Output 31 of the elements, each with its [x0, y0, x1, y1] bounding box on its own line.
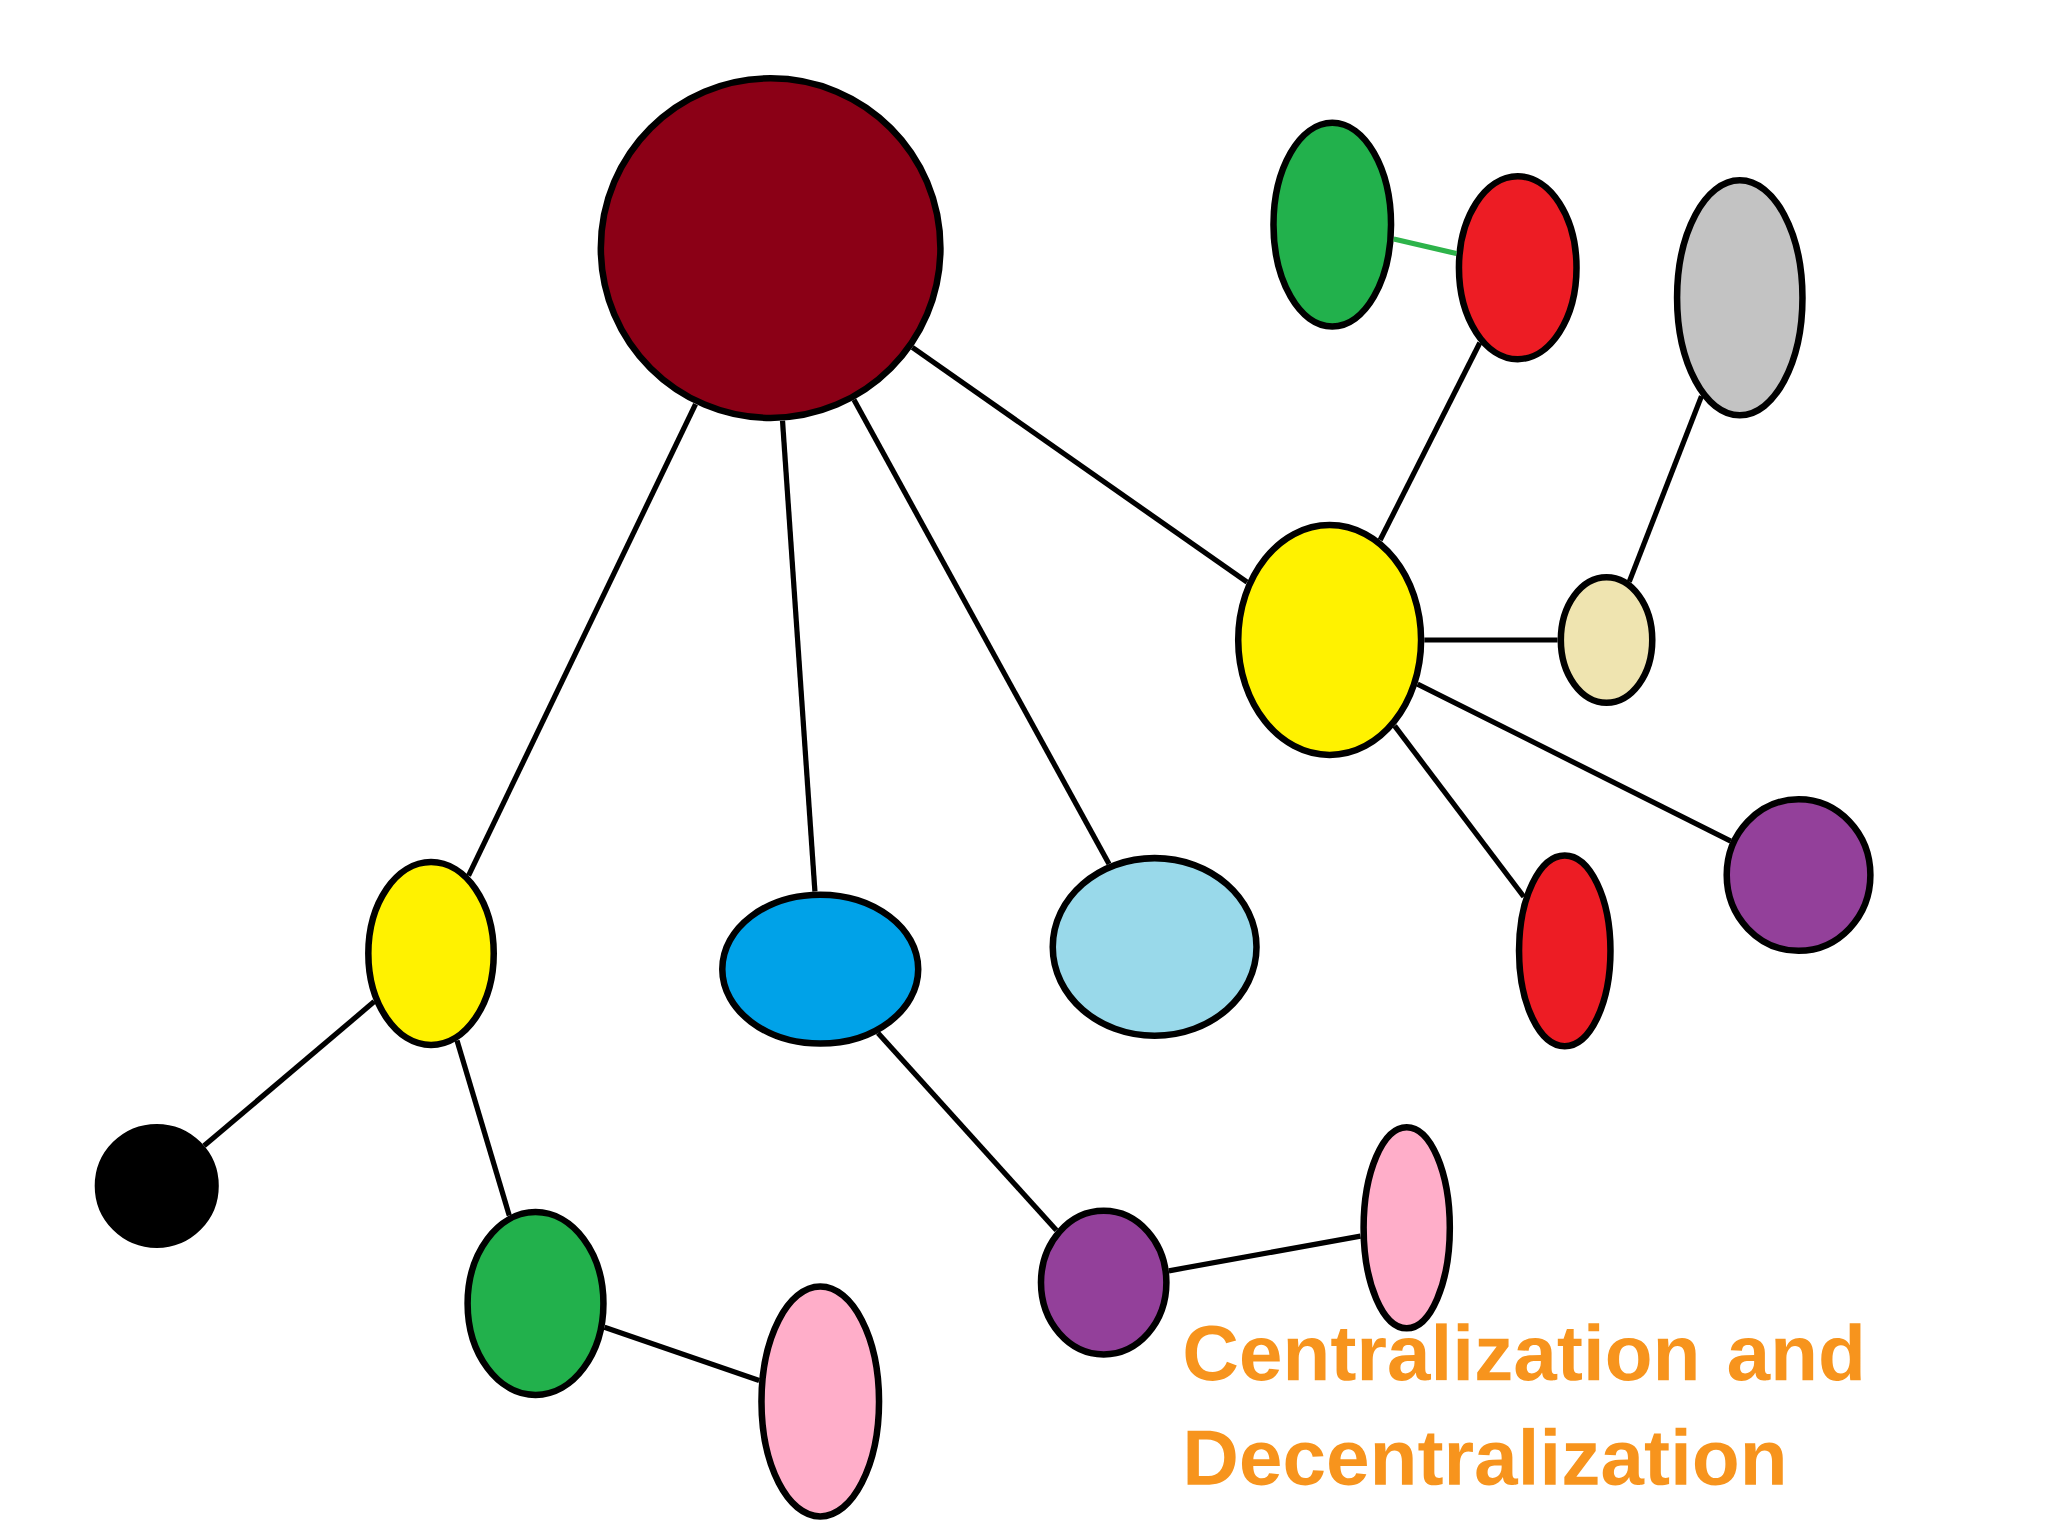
ellipse-node	[719, 891, 922, 1047]
ellipse-node	[1673, 176, 1806, 419]
ellipse-node	[1234, 521, 1425, 759]
connector-line	[454, 1039, 512, 1217]
connector-line	[202, 999, 376, 1148]
connector-line	[1393, 236, 1457, 257]
connector-line	[1168, 1233, 1361, 1274]
connector-line	[779, 420, 818, 892]
connector-line	[910, 345, 1249, 585]
ellipse-node	[464, 1208, 607, 1399]
ellipse-node	[365, 858, 497, 1049]
caption-text: Centralization and Decentralization	[1185, 1323, 1861, 1486]
ellipse-node	[1037, 1207, 1170, 1358]
connector-line	[603, 1324, 761, 1383]
connector-line	[876, 1031, 1059, 1233]
connector-line	[1392, 724, 1526, 899]
connector-line	[466, 402, 698, 877]
connector-line	[1416, 681, 1732, 844]
connector-line	[1377, 341, 1483, 542]
connector-line	[1626, 395, 1704, 583]
circle-node	[597, 75, 944, 422]
ellipse-node	[1049, 854, 1260, 1039]
ellipse-node	[1723, 796, 1874, 955]
ellipse-node	[1270, 119, 1395, 330]
circle-node	[94, 1123, 219, 1248]
connector-line	[1424, 637, 1558, 643]
ellipse-node	[1455, 173, 1580, 363]
ellipse-node	[1557, 574, 1656, 706]
connector-line	[851, 398, 1112, 866]
ellipse-node	[1515, 852, 1614, 1050]
ellipse-node	[758, 1283, 883, 1520]
